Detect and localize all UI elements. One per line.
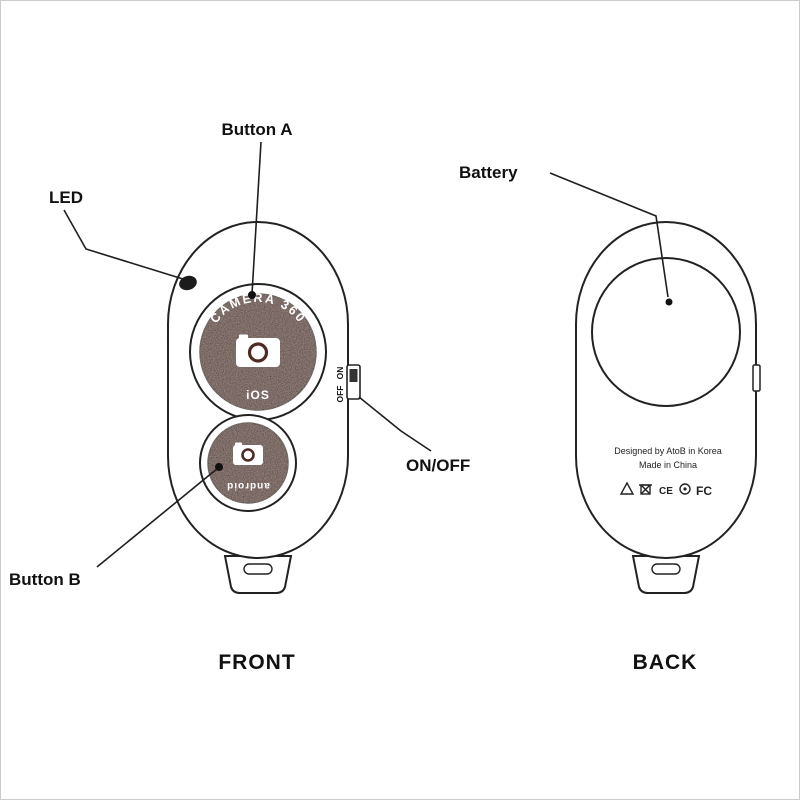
button-a: CAMERA 360 iOS (189, 283, 327, 421)
battery-pointer-dot (665, 298, 673, 306)
callouts: Button A LED Button B ON/OFF Battery FRO… (9, 120, 698, 674)
fcc-mark: FC (696, 484, 712, 498)
front-strap-slot (243, 563, 273, 575)
camera-icon (236, 334, 280, 367)
camera-icon-small-body (233, 445, 263, 465)
button-a-sub-text: iOS (246, 388, 270, 402)
switch-off-label: OFF (335, 386, 345, 403)
leader-dot-button-a (248, 291, 256, 299)
back-strap-slot (651, 563, 681, 575)
ce-mark: CE (659, 486, 673, 497)
recycle-icon (619, 481, 635, 495)
camera-icon-lens (247, 342, 269, 363)
origin-text-line1: Designed by AtoB in Korea (614, 446, 722, 456)
caption-front: FRONT (218, 651, 295, 674)
power-switch-back (752, 364, 761, 392)
certification-marks: CE FC (619, 481, 712, 498)
battery-cover (591, 257, 741, 407)
back-device: Designed by AtoB in Korea Made in China … (575, 221, 761, 594)
camera-icon-viewfinder (239, 334, 248, 340)
label-button-b: Button B (9, 570, 81, 589)
label-battery: Battery (459, 163, 518, 182)
leader-led (63, 209, 184, 280)
label-button-a: Button A (221, 120, 292, 139)
led-indicator (179, 275, 197, 291)
front-device: ON OFF CAMERA 360 iOS (167, 221, 361, 594)
switch-on-label: ON (335, 367, 345, 380)
cert-circle-icon (679, 483, 691, 495)
power-switch: ON OFF (335, 364, 361, 403)
weee-bin-cross2 (640, 484, 651, 495)
button-b-text: android (226, 480, 270, 491)
origin-text-line2: Made in China (639, 460, 697, 470)
caption-back: BACK (633, 651, 698, 674)
leader-on-off (358, 396, 432, 452)
label-on-off: ON/OFF (406, 456, 470, 475)
camera-icon-body (236, 338, 280, 367)
camera-icon-small-viewfinder (235, 442, 242, 447)
power-switch-knob (349, 369, 358, 382)
leader-dot-button-b (215, 463, 223, 471)
leader-button-a (251, 141, 262, 295)
label-led: LED (49, 188, 83, 207)
button-b: android (199, 414, 297, 512)
camera-icon-small-lens (241, 448, 255, 462)
cert-circle-dot (683, 487, 687, 491)
weee-bin-icon (639, 484, 652, 495)
camera-icon-small (233, 442, 263, 465)
leader-battery (549, 172, 669, 298)
leader-button-b (96, 467, 219, 568)
